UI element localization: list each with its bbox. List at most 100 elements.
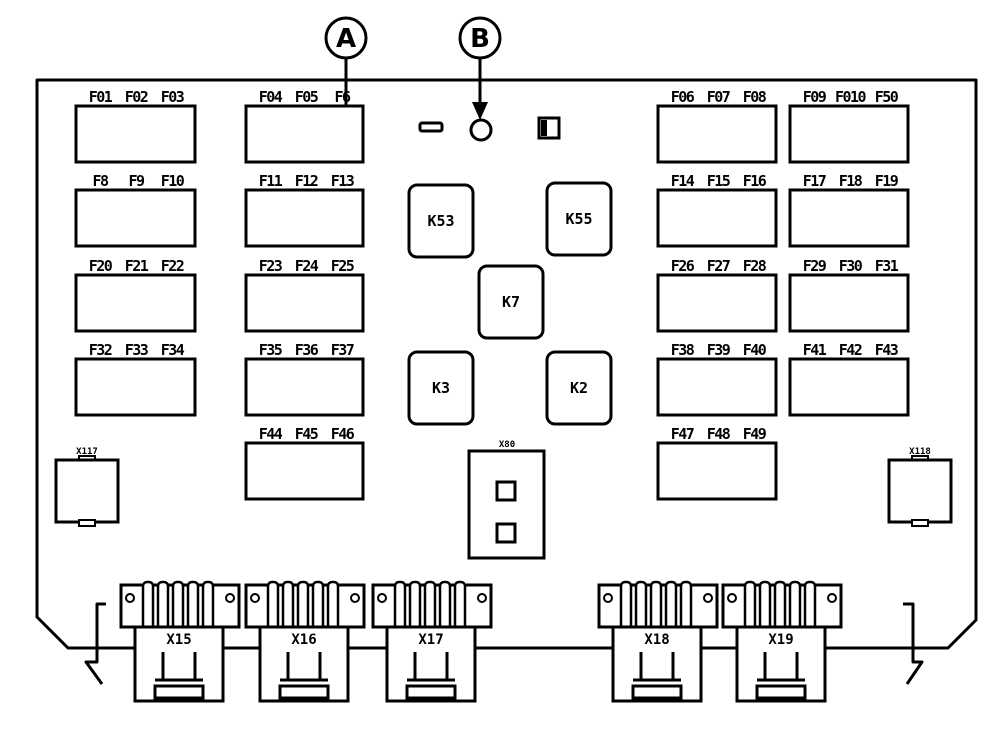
fuse-block: F17 F18 F19 — [788, 172, 910, 248]
connector-label: X17 — [418, 632, 443, 648]
fuse-label: F11 — [259, 172, 283, 190]
fuse-label: F06 — [671, 88, 695, 106]
fuse-label: F08 — [743, 88, 767, 106]
fuse-label: F01 — [89, 88, 113, 106]
fuse-label: F29 — [803, 257, 827, 275]
relay-k55: K55 — [545, 181, 613, 257]
fuse-label: F14 — [671, 172, 695, 190]
fuse-label: F04 — [259, 88, 283, 106]
fuse-label: F02 — [125, 88, 148, 106]
fuse-block: F38 F39 F40 — [656, 341, 778, 417]
fuse-label: F47 — [671, 425, 694, 443]
fuse-label: F15 — [707, 172, 731, 190]
connector-label: X80 — [499, 440, 515, 450]
connector-x18: X18 — [597, 580, 719, 703]
fuse-label: F010 — [835, 88, 867, 106]
fuse-block: F06 F07 F08 — [656, 88, 778, 164]
fuse-block: F14 F15 F16 — [656, 172, 778, 248]
fuse-label: F05 — [295, 88, 319, 106]
fuse-label: F36 — [295, 341, 319, 359]
fuse-label: F17 — [803, 172, 826, 190]
fuse-label: F30 — [839, 257, 863, 275]
right-clip — [903, 602, 924, 685]
fuse-label: F44 — [259, 425, 283, 443]
connector-x15: X15 — [119, 580, 241, 703]
fuse-label: F9 — [128, 172, 145, 190]
fuse-block: F29 F30 F31 — [788, 257, 910, 333]
fuse-label: F18 — [839, 172, 863, 190]
fuse-block: F47 F48 F49 — [656, 425, 778, 501]
relay-label: K3 — [432, 379, 450, 397]
fuse-block: F09 F010 F50 — [788, 88, 910, 164]
relay-k3: K3 — [407, 350, 475, 426]
connector-x117: X117 — [54, 447, 120, 527]
fuse-label: F28 — [743, 257, 767, 275]
fuse-label: F42 — [839, 341, 862, 359]
fuse-block: F01 F02 F03 — [74, 88, 197, 164]
left-clip — [84, 602, 106, 685]
relay-label: K2 — [570, 379, 588, 397]
fuse-label: F19 — [875, 172, 899, 190]
connector-x17: X17 — [371, 580, 493, 703]
relay-k7: K7 — [477, 264, 545, 340]
connector-label: X118 — [909, 447, 931, 457]
fuse-block: F41 F42 F43 — [788, 341, 910, 417]
fuse-label: F24 — [295, 257, 319, 275]
fuse-label: F32 — [89, 341, 112, 359]
fuse-label: F31 — [875, 257, 899, 275]
fuse-label: F38 — [671, 341, 695, 359]
fuse-label: F39 — [707, 341, 731, 359]
fuse-label: F48 — [707, 425, 731, 443]
fuse-label: F23 — [259, 257, 283, 275]
switch-indicator — [537, 116, 561, 140]
fuse-label: F07 — [707, 88, 730, 106]
fuse-label: F16 — [743, 172, 767, 190]
connector-label: X19 — [768, 632, 793, 648]
fuse-block: F04 F05 F6 — [244, 88, 365, 164]
fuse-block: F32 F33 F34 — [74, 341, 197, 417]
connector-x19: X19 — [721, 580, 843, 703]
callout-a: A — [324, 16, 368, 145]
fuse-block: F23 F24 F25 — [244, 257, 365, 333]
fuse-label: F50 — [875, 88, 899, 106]
fuse-label: F46 — [331, 425, 355, 443]
board-outline — [35, 78, 978, 650]
relay-k53: K53 — [407, 183, 475, 259]
fuse-label: F43 — [875, 341, 899, 359]
fuse-label: F37 — [331, 341, 354, 359]
connector-x80: X80 — [467, 440, 546, 560]
connector-x118: X118 — [887, 447, 953, 527]
connector-x16: X16 — [244, 580, 366, 703]
fuse-block: F8 F9 F10 — [74, 172, 197, 248]
fuse-label: F13 — [331, 172, 355, 190]
connector-label: X18 — [644, 632, 669, 648]
fuse-label: F8 — [92, 172, 109, 190]
fuse-label: F41 — [803, 341, 827, 359]
callout-a-label: A — [336, 24, 356, 54]
fuse-label: F45 — [295, 425, 319, 443]
relay-k2: K2 — [545, 350, 613, 426]
fuse-label: F10 — [161, 172, 185, 190]
diagnostic-led — [469, 118, 493, 142]
fuse-label: F33 — [125, 341, 149, 359]
fuse-label: F12 — [295, 172, 318, 190]
connector-label: X117 — [76, 447, 98, 457]
fuse-block: F11 F12 F13 — [244, 172, 365, 248]
fuse-block: F44 F45 F46 — [244, 425, 365, 501]
connector-label: X15 — [166, 632, 191, 648]
fuse-label: F03 — [161, 88, 185, 106]
fuse-label: F26 — [671, 257, 695, 275]
relay-label: K53 — [427, 212, 454, 230]
fuse-label: F25 — [331, 257, 355, 275]
fuse-label: F27 — [707, 257, 730, 275]
fuse-label: F34 — [161, 341, 185, 359]
fuse-label: F40 — [743, 341, 767, 359]
fuse-label: F6 — [334, 88, 351, 106]
fuse-label: F09 — [803, 88, 827, 106]
callout-b: B — [458, 16, 502, 120]
fuse-block: F26 F27 F28 — [656, 257, 778, 333]
fuse-label: F49 — [743, 425, 767, 443]
